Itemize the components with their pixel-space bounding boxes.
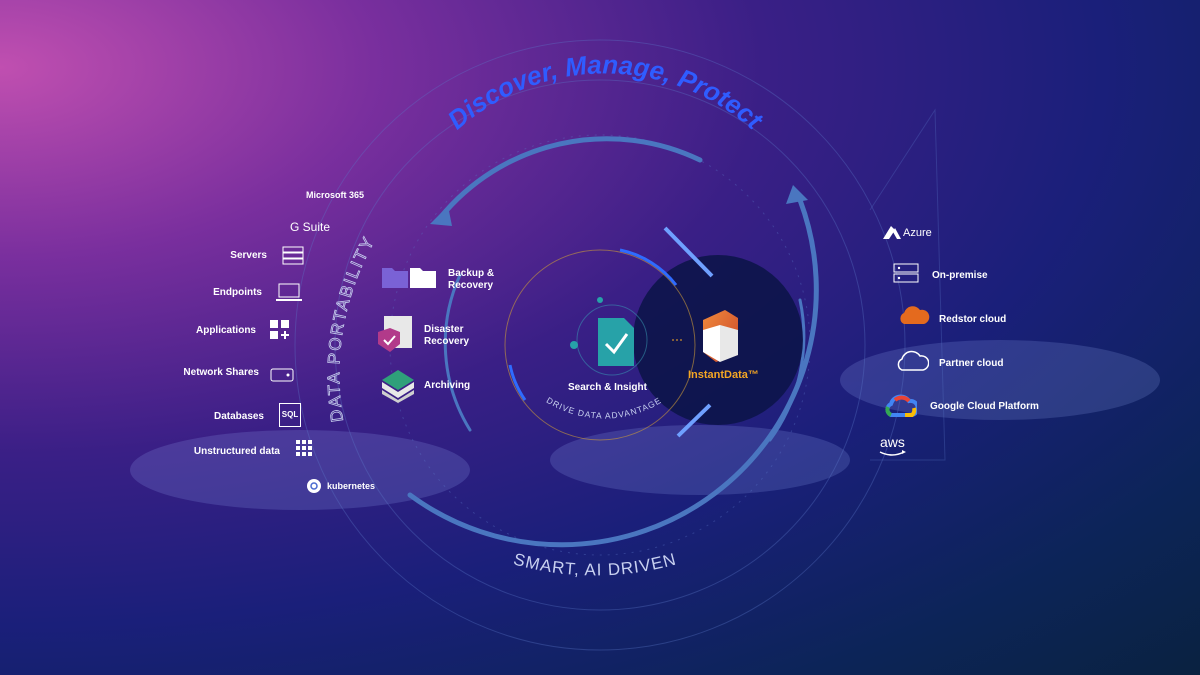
network-share-icon — [270, 368, 294, 382]
destination-panel — [869, 108, 946, 461]
inner-orbit — [504, 248, 696, 441]
disaster-label-line2: Recovery — [424, 336, 470, 347]
headline-text: Discover, Manage, Protect — [442, 49, 770, 135]
exchange-arrows — [663, 226, 714, 438]
archiving-label: Archiving — [424, 380, 471, 391]
on-premise-icon — [893, 263, 919, 283]
databases-label: Databases — [213, 411, 264, 422]
arrowhead-right — [786, 185, 808, 204]
headline: Discover, Manage, Protect — [442, 49, 770, 135]
kubernetes-icon — [307, 479, 321, 493]
smart-ai-text: SMART, AI DRIVEN — [512, 549, 678, 579]
instantdata-label: InstantData™ — [688, 369, 759, 381]
kubernetes-label: kubernetes — [327, 481, 376, 491]
gsuite-label: G Suite — [290, 220, 331, 234]
disaster-label-line1: Disaster — [424, 324, 464, 335]
arrowhead-left — [430, 206, 452, 226]
microsoft365-label: Microsoft 365 — [306, 190, 365, 200]
world-map-dots — [130, 340, 1160, 510]
laptop-icon — [276, 283, 302, 301]
bottom-arrow-arc — [407, 197, 819, 548]
drive-data-label: DRIVE DATA ADVANTAGE — [545, 395, 664, 421]
google-cloud-icon — [885, 394, 917, 417]
instantdata-icon — [703, 310, 738, 362]
cycle-arrows — [407, 136, 819, 548]
azure-icon — [883, 226, 901, 239]
onpremise-label: On-premise — [932, 270, 988, 281]
unstructured-label: Unstructured data — [193, 446, 280, 457]
smart-ai-label: SMART, AI DRIVEN — [512, 549, 679, 579]
redstor-label: Redstor cloud — [939, 314, 1007, 325]
sql-icon: SQL — [279, 403, 301, 427]
aws-label: aws — [880, 434, 905, 450]
left-inner-arc — [443, 273, 472, 432]
folders-icon — [382, 268, 436, 288]
azure-label: Azure — [903, 227, 932, 239]
drive-data-text: DRIVE DATA ADVANTAGE — [545, 395, 663, 421]
top-arrow-arc — [437, 136, 703, 221]
search-insight-label: Search & Insight — [568, 382, 647, 393]
data-portability-label: DATA PORTABILITY — [324, 233, 379, 424]
arrow-heads — [430, 185, 808, 226]
redstor-cloud-icon — [900, 306, 930, 324]
endpoints-label: Endpoints — [213, 287, 262, 298]
backup-label-line2: Recovery — [448, 280, 494, 291]
archive-stack-icon — [382, 370, 414, 403]
backup-label-line1: Backup & — [448, 268, 495, 279]
search-insight-icon — [570, 297, 648, 376]
applications-label: Applications — [195, 325, 256, 336]
applications-icon — [270, 320, 289, 339]
servers-label: Servers — [230, 250, 267, 261]
aws-smile-icon — [879, 450, 906, 456]
grid-icon — [296, 440, 312, 456]
network-shares-label: Network Shares — [183, 367, 259, 378]
partner-label: Partner cloud — [939, 358, 1004, 369]
right-inner-arc — [768, 298, 806, 442]
gcp-label: Google Cloud Platform — [930, 401, 1039, 412]
servers-icon — [282, 246, 304, 265]
data-portability-text: DATA PORTABILITY — [324, 232, 377, 423]
partner-cloud-icon — [897, 350, 929, 371]
disaster-recovery-icon — [378, 316, 412, 352]
